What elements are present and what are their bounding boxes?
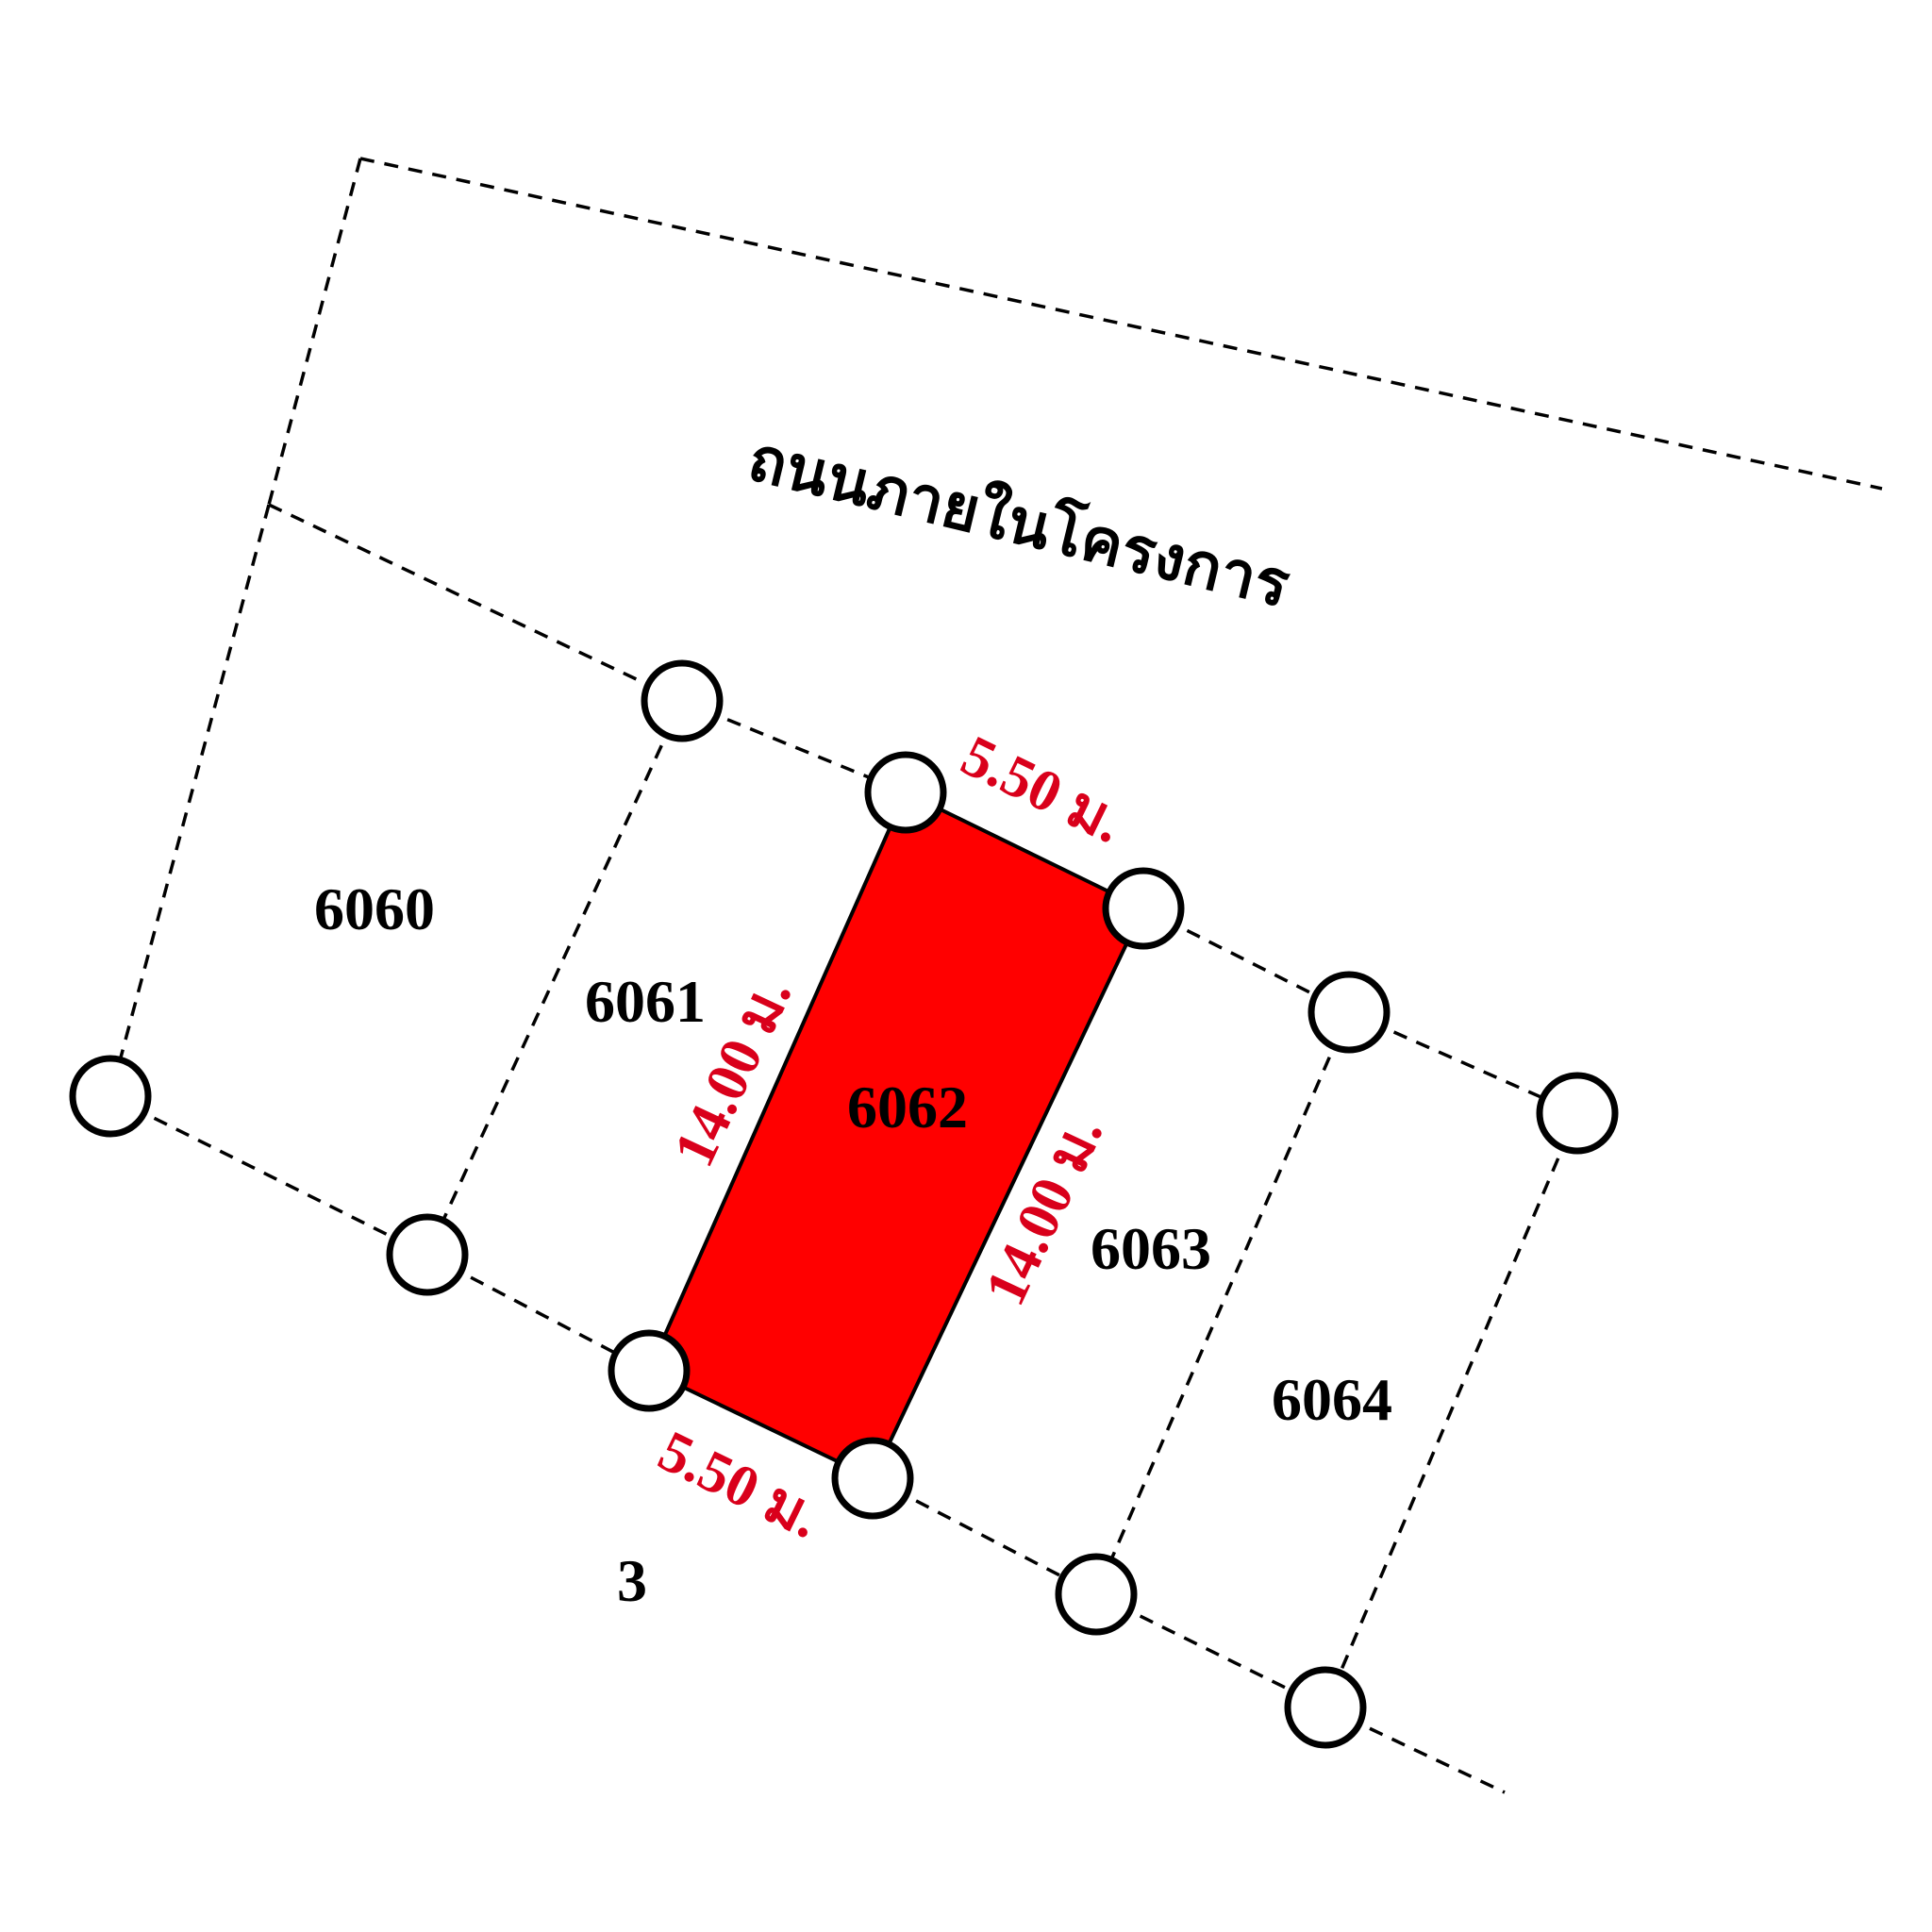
lot-label-3: 3 <box>617 1547 647 1614</box>
boundary-peg <box>864 751 947 834</box>
boundary-peg <box>1284 1666 1367 1749</box>
rear-boundary <box>872 1476 1097 1596</box>
boundary-peg <box>69 1055 152 1138</box>
lot-6063-east-boundary <box>1094 1011 1351 1595</box>
rear-boundary <box>1095 1592 1326 1709</box>
lot-6061-west-boundary <box>425 700 684 1256</box>
lot-6060-west-boundary <box>108 504 271 1097</box>
lot-label-6064: 6064 <box>1272 1366 1392 1433</box>
road-label: ถนนภายในโครงการ <box>741 421 1297 622</box>
road-inner-boundary <box>1348 1010 1578 1115</box>
boundary-peg <box>1055 1553 1138 1636</box>
boundary-peg <box>831 1437 914 1520</box>
rear-boundary <box>109 1094 428 1257</box>
boundary-peg <box>386 1213 469 1296</box>
road-inner-boundary <box>268 503 683 703</box>
road-west-boundary <box>267 158 362 506</box>
boundary-peg <box>1536 1072 1619 1155</box>
lot-6064-east-boundary <box>1324 1112 1579 1708</box>
boundary-peg <box>641 659 724 742</box>
lot-label-6063: 6063 <box>1091 1215 1211 1282</box>
lot-label-6062: 6062 <box>847 1074 968 1141</box>
boundary-peg <box>1102 867 1185 950</box>
rear-boundary <box>426 1253 650 1373</box>
lot-label-6061: 6061 <box>585 968 706 1035</box>
road-outer-boundary <box>359 157 1883 491</box>
boundary-peg <box>608 1329 691 1412</box>
lot-label-6060: 6060 <box>314 875 435 942</box>
boundary-peg <box>1307 971 1391 1054</box>
